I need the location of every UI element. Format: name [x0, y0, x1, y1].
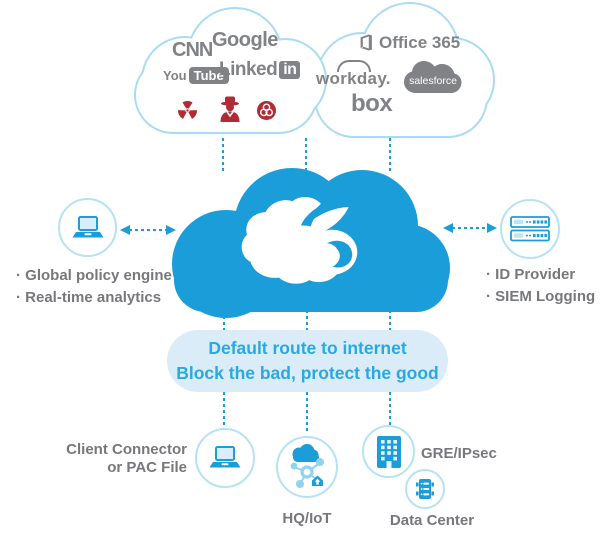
iot-network-icon: [290, 444, 324, 488]
client-laptop-node: [195, 428, 255, 488]
data-center-label: Data Center: [389, 512, 475, 529]
youtube-logo: You Tube: [163, 67, 229, 84]
linkedin-logo-text: Linked: [219, 59, 278, 80]
banner-line2: Block the bad, protect the good: [176, 363, 439, 383]
banner-line1: Default route to internet: [208, 338, 407, 358]
radiation-icon: [178, 101, 197, 120]
gre-building-node: [362, 425, 415, 478]
biohazard-icon: [257, 101, 276, 120]
building-icon: [376, 435, 401, 468]
left-node-line2: · Real-time analytics: [16, 289, 162, 306]
bottom-dashed-connectors: [223, 392, 391, 434]
cnn-logo: CNN: [172, 39, 213, 61]
right-double-arrow: [443, 223, 497, 233]
client-connector-line2: or PAC File: [107, 458, 187, 476]
saas-cloud: Office 365 workday. salesforce box: [310, 5, 492, 137]
top-dashed-connectors: [222, 138, 391, 174]
internet-cloud: CNN Google You Tube Linked in: [133, 8, 325, 136]
right-node-line2: · SIEM Logging: [486, 288, 596, 305]
left-node-labels: · Global policy engine · Real-time analy…: [16, 265, 172, 309]
right-node-line1: · ID Provider: [486, 266, 576, 283]
salesforce-logo-text: salesforce: [409, 75, 457, 87]
data-center-node: [405, 469, 445, 509]
right-appliance-node: [500, 199, 560, 259]
google-logo: Google: [212, 29, 278, 51]
linkedin-logo: Linked in: [219, 59, 301, 80]
server-appliance-icon: [510, 216, 550, 242]
mid-dashed-connectors: [223, 304, 391, 332]
box-logo: box: [351, 90, 393, 117]
right-node-labels: · ID Provider · SIEM Logging: [486, 264, 595, 308]
hq-iot-label: HQ/IoT: [282, 510, 332, 527]
workday-logo-text: workday.: [316, 69, 391, 88]
youtube-logo-text: You: [163, 68, 187, 83]
linkedin-logo-badge: in: [279, 60, 301, 79]
gre-ipsec-label: GRE/IPsec: [421, 445, 497, 462]
spy-icon: [220, 96, 240, 122]
office-icon: [360, 34, 372, 51]
server-rack-icon: [416, 479, 434, 499]
workday-logo: workday.: [316, 60, 391, 87]
hq-iot-node: [276, 436, 338, 498]
laptop-icon: [209, 446, 241, 468]
left-double-arrow: [120, 225, 176, 235]
youtube-logo-badge: Tube: [188, 67, 229, 84]
zscaler-cloud-logo: [241, 196, 358, 284]
office365-logo: Office 365: [357, 34, 460, 51]
salesforce-logo: salesforce: [404, 61, 462, 93]
client-connector-line1: Client Connector: [66, 441, 187, 458]
workday-arc: [337, 60, 371, 72]
office365-logo-text: Office 365: [379, 33, 461, 52]
left-laptop-node: [58, 198, 117, 257]
left-node-line1: · Global policy engine: [16, 267, 172, 284]
client-connector-label: Client Connector or PAC File: [55, 441, 187, 476]
laptop-icon: [72, 215, 103, 237]
policy-banner: Default route to internet Block the bad,…: [167, 330, 448, 392]
